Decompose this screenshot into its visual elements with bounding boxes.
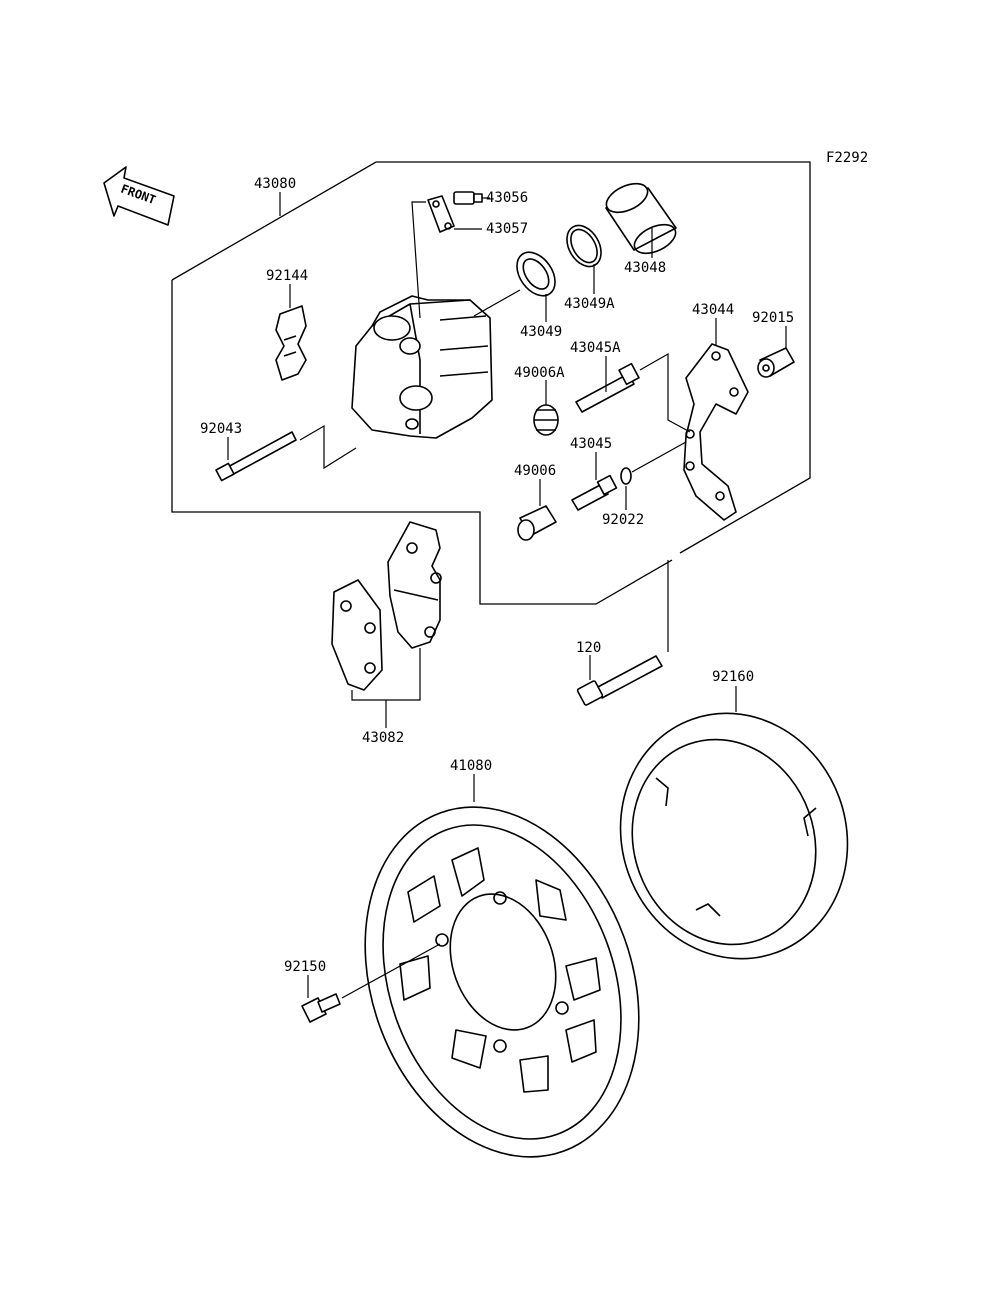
pad-spring xyxy=(275,305,307,381)
front-direction-arrow-icon: FRONT xyxy=(103,166,175,226)
figure-code: F2292 xyxy=(826,150,868,166)
caliper-body xyxy=(351,295,493,439)
brake-pad-inner xyxy=(387,521,442,649)
dust-seal xyxy=(516,251,556,297)
label-43044: 43044 xyxy=(692,302,734,318)
slide-pin-upper xyxy=(575,362,640,413)
label-49006: 49006 xyxy=(514,463,556,479)
leader-43049-to-caliper xyxy=(473,289,521,317)
bracket-collar xyxy=(757,347,795,378)
label-43045a: 43045A xyxy=(570,340,621,356)
label-43049: 43049 xyxy=(520,324,562,340)
label-49006a: 49006A xyxy=(514,365,565,381)
label-92015: 92015 xyxy=(752,310,794,326)
bleeder-cap xyxy=(427,195,455,233)
bleeder-valve xyxy=(453,191,483,205)
pin-boot-lower xyxy=(517,505,557,541)
caliper-bracket xyxy=(683,343,749,521)
piston-seal xyxy=(566,224,602,268)
slide-pin-lower xyxy=(571,474,618,511)
leader-pin-to-bracket xyxy=(639,352,691,433)
pin-boot-upper xyxy=(533,404,559,436)
label-43056: 43056 xyxy=(486,190,528,206)
disc-bolt xyxy=(301,993,341,1023)
label-92043: 92043 xyxy=(200,421,242,437)
label-92144: 92144 xyxy=(266,268,308,284)
label-41080: 41080 xyxy=(450,758,492,774)
label-43057: 43057 xyxy=(486,221,528,237)
leader-disc-bolt-to-disc xyxy=(341,943,441,999)
caliper-assembly-frame xyxy=(171,161,811,554)
disc-guard xyxy=(619,712,849,960)
brake-disc xyxy=(364,806,640,1158)
caliper-mounting-bolt xyxy=(576,655,663,706)
label-43082: 43082 xyxy=(362,730,404,746)
label-92160: 92160 xyxy=(712,669,754,685)
pad-pin xyxy=(215,431,297,482)
brake-pad-outer xyxy=(331,579,383,691)
label-43048: 43048 xyxy=(624,260,666,276)
label-43045: 43045 xyxy=(570,436,612,452)
label-92022: 92022 xyxy=(602,512,644,528)
piston xyxy=(605,182,677,255)
caliper-assembly-frame-lower xyxy=(171,280,673,605)
label-120: 120 xyxy=(576,640,601,656)
leader-circlip-to-bracket xyxy=(631,441,687,473)
leader-pad-pin xyxy=(299,424,357,470)
label-43049a: 43049A xyxy=(564,296,615,312)
label-43080: 43080 xyxy=(254,176,296,192)
circlip xyxy=(620,467,632,485)
leader-bleeder xyxy=(411,201,426,319)
label-92150: 92150 xyxy=(284,959,326,975)
